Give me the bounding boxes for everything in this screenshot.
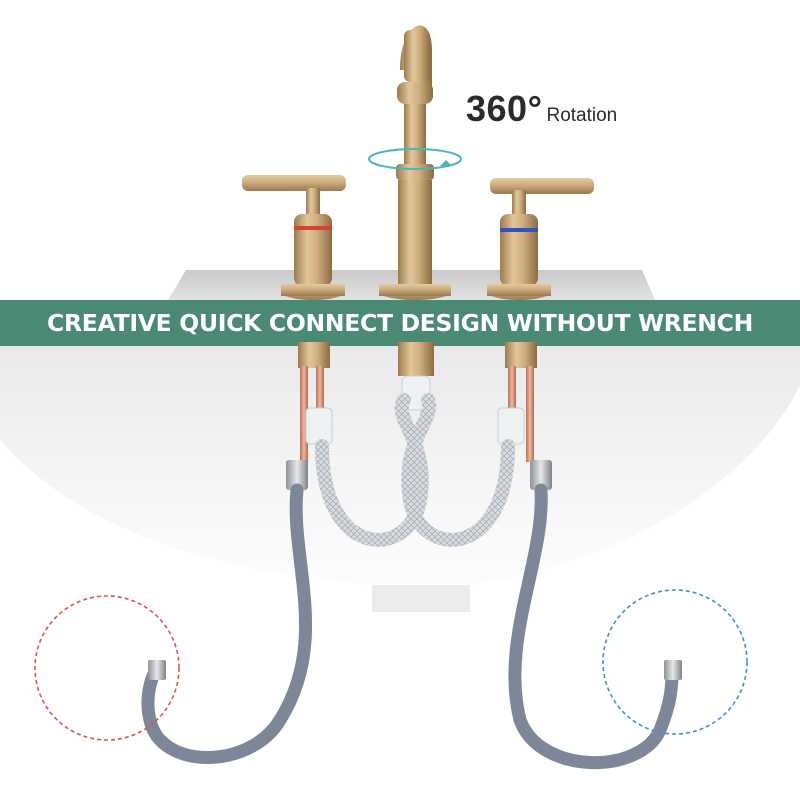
rotation-arrow	[440, 160, 452, 166]
sink-basin	[0, 345, 800, 612]
rotation-ring	[368, 148, 462, 170]
sink-drain	[372, 585, 470, 612]
hot-end-highlight	[34, 595, 180, 741]
banner-bar	[0, 300, 800, 346]
hot-supply-hose	[141, 483, 313, 764]
hot-handle	[242, 175, 346, 300]
cold-handle	[487, 178, 594, 300]
cold-ring	[500, 228, 538, 232]
cold-end-highlight	[602, 589, 748, 735]
rotation-word: Rotation	[546, 105, 618, 126]
banner-text: CREATIVE QUICK CONNECT DESIGN WITHOUT WR…	[47, 309, 753, 337]
rotation-value: 360°	[466, 88, 543, 129]
cold-supply-hose	[508, 483, 679, 770]
rotation-label: 360° Rotation	[466, 88, 617, 130]
spout	[379, 25, 451, 300]
feature-banner: CREATIVE QUICK CONNECT DESIGN WITHOUT WR…	[0, 300, 800, 346]
hot-ring	[294, 226, 332, 230]
